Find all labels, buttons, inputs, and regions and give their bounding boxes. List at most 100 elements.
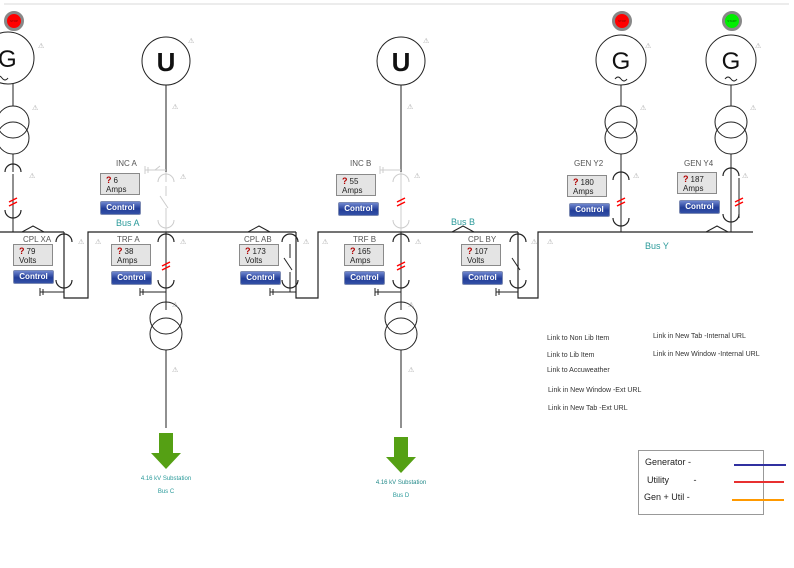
cpl-ab-control-button[interactable]: Control <box>240 271 281 285</box>
utility-b[interactable]: U <box>376 36 426 232</box>
warning-icon: ⚠ <box>303 239 310 246</box>
substation-c-name: 4.16 kV Substation <box>140 476 192 482</box>
warning-icon: ⚠ <box>78 239 85 246</box>
gen-y2-value: 180 <box>580 178 594 187</box>
unknown-quality-icon: ? <box>245 246 251 256</box>
warning-icon: ⚠ <box>172 302 179 309</box>
warning-icon: ⚠ <box>408 302 415 309</box>
inc-b-unit: Amps <box>342 186 363 195</box>
generator-left-status-button[interactable]: STOP <box>4 11 24 31</box>
warning-icon: ⚠ <box>423 38 430 45</box>
inc-a-control-button[interactable]: Control <box>100 201 141 215</box>
unknown-quality-icon: ? <box>19 246 25 256</box>
link-new-tab-ext[interactable]: Link in New Tab -Ext URL <box>548 405 628 412</box>
inc-a-unit: Amps <box>106 185 127 194</box>
warning-icon: ⚠ <box>180 239 187 246</box>
unknown-quality-icon: ? <box>106 175 112 185</box>
cpl-xa-label: CPL XA <box>23 235 52 244</box>
gen-y2-control-button[interactable]: Control <box>569 203 610 217</box>
legend-separator: - <box>693 475 697 485</box>
tie-marker-icon <box>21 225 45 233</box>
cpl-ab-value: 173 <box>252 247 266 256</box>
fault-icon <box>8 197 18 207</box>
legend-swatch-generator <box>734 464 786 466</box>
gen-y4-unit: Amps <box>683 184 704 193</box>
inc-a-label: INC A <box>116 159 137 168</box>
warning-icon: ⚠ <box>755 43 762 50</box>
link-new-window-ext[interactable]: Link in New Window -Ext URL <box>548 387 642 394</box>
top-divider <box>4 3 789 5</box>
cpl-xa-control-button[interactable]: Control <box>13 270 54 284</box>
generator-y2[interactable]: G <box>595 34 647 232</box>
breaker-trf-b[interactable] <box>374 232 410 310</box>
breaker-cpl-xa[interactable] <box>39 233 73 296</box>
legend-separator: - <box>686 492 690 502</box>
utility-b-symbol: U <box>392 47 411 77</box>
link-accuweather[interactable]: Link to Accuweather <box>547 367 610 374</box>
unknown-quality-icon: ? <box>573 177 579 187</box>
generator-left[interactable]: G <box>0 31 35 232</box>
generator-y4-symbol: G <box>722 48 741 75</box>
legend-swatch-gen-util <box>732 499 784 501</box>
generator-y4-start-button[interactable]: START <box>722 11 742 31</box>
gen-y4-control-button[interactable]: Control <box>679 200 720 214</box>
unknown-quality-icon: ? <box>117 246 123 256</box>
substation-arrow-icon <box>151 433 181 469</box>
warning-icon: ⚠ <box>322 239 329 246</box>
legend-separator: - <box>688 457 692 467</box>
unknown-quality-icon: ? <box>683 174 689 184</box>
unknown-quality-icon: ? <box>342 176 348 186</box>
cpl-by-control-button[interactable]: Control <box>462 271 503 285</box>
generator-y2-symbol: G <box>612 48 631 75</box>
cpl-xa-value: 79 <box>26 247 36 256</box>
warning-icon: ⚠ <box>531 239 538 246</box>
trf-a-label: TRF A <box>117 235 140 244</box>
trf-b-label: TRF B <box>353 235 377 244</box>
breaker-trf-a[interactable] <box>139 232 175 310</box>
warning-icon: ⚠ <box>414 173 421 180</box>
breaker-cpl-by[interactable] <box>495 233 527 296</box>
trf-b-control-button[interactable]: Control <box>344 271 385 285</box>
trf-a-value: 38 <box>124 247 134 256</box>
link-new-tab-internal[interactable]: Link in New Tab -Internal URL <box>653 333 746 340</box>
gen-y4-label: GEN Y4 <box>684 159 714 168</box>
unknown-quality-icon: ? <box>350 246 356 256</box>
generator-y4[interactable]: G <box>705 34 757 232</box>
warning-icon: ⚠ <box>38 43 45 50</box>
trf-a-unit: Amps <box>117 256 138 265</box>
trf-a-control-button[interactable]: Control <box>111 271 152 285</box>
substation-d-name: 4.16 kV Substation <box>375 480 427 486</box>
link-new-window-internal[interactable]: Link in New Window -Internal URL <box>653 351 760 358</box>
fault-icon <box>734 197 744 207</box>
generator-y2-stop-button[interactable]: STOP <box>612 11 632 31</box>
fault-icon <box>161 261 171 271</box>
bus-b-label: Bus B <box>451 217 476 227</box>
legend-label: Gen + Util <box>644 492 685 502</box>
gen-y4-value: 187 <box>690 175 704 184</box>
warning-icon: ⚠ <box>95 239 102 246</box>
warning-icon: ⚠ <box>32 105 39 112</box>
utility-a[interactable]: U <box>141 36 191 232</box>
legend-item-generator: Generator - <box>645 457 691 467</box>
warning-icon: ⚠ <box>188 38 195 45</box>
breaker-cpl-ab[interactable] <box>269 233 299 296</box>
bus-a-label: Bus A <box>116 218 140 228</box>
cpl-by-unit: Volts <box>467 256 485 265</box>
link-non-lib-item[interactable]: Link to Non Lib Item <box>547 335 610 342</box>
warning-icon: ⚠ <box>633 173 640 180</box>
cpl-ab-unit: Volts <box>245 256 263 265</box>
substation-d-bus: Bus D <box>392 493 410 499</box>
legend-item-gen-util: Gen + Util - <box>644 492 690 502</box>
link-lib-item[interactable]: Link to Lib Item <box>547 352 595 359</box>
generator-left-symbol: G <box>0 46 17 73</box>
inc-b-control-button[interactable]: Control <box>338 202 379 216</box>
warning-icon: ⚠ <box>547 239 554 246</box>
warning-icon: ⚠ <box>742 173 749 180</box>
warning-icon: ⚠ <box>640 105 647 112</box>
warning-icon: ⚠ <box>408 367 415 374</box>
warning-icon: ⚠ <box>415 239 422 246</box>
